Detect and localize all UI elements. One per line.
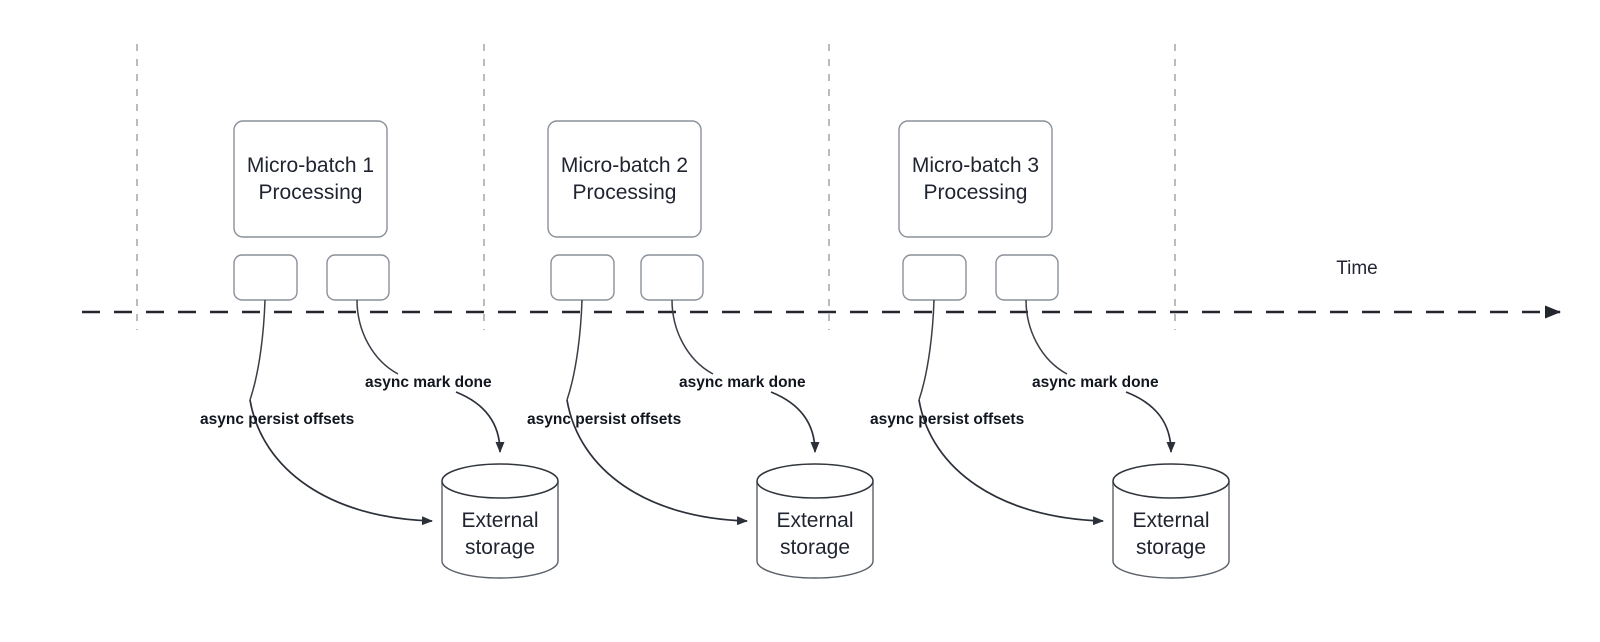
micro-batch-2-mark-done-arrow <box>770 391 820 453</box>
micro-batch-3-markdone-connector <box>1025 299 1068 375</box>
micro-batch-1-persist-offsets-arrow <box>249 399 433 526</box>
micro-batch-3-label-line1: Micro-batch 3 <box>912 154 1039 177</box>
micro-batch-2-mark-done-task[interactable] <box>640 254 704 301</box>
micro-batch-1-external-storage[interactable] <box>441 463 559 579</box>
micro-batch-3-async-mark-done-label: async mark done <box>1032 374 1159 391</box>
micro-batch-1-async-persist-offsets-label: async persist offsets <box>200 411 354 428</box>
micro-batch-3-persist-offsets-arrow <box>918 399 1104 526</box>
micro-batch-1-mark-done-task[interactable] <box>326 254 390 301</box>
micro-batch-2-persist-connector <box>566 299 583 401</box>
micro-batch-2-box[interactable] <box>547 120 702 238</box>
micro-batch-1-external-storage-label-line2: storage <box>465 536 535 559</box>
micro-batch-1-mark-done-arrow <box>455 391 505 453</box>
micro-batch-3-persist-offsets-task[interactable] <box>902 254 967 301</box>
micro-batch-2-async-mark-done-label: async mark done <box>679 374 806 391</box>
micro-batch-1-persist-offsets-task[interactable] <box>233 254 298 301</box>
micro-batch-2-group: Micro-batch 2 Processing async persist o… <box>527 120 874 579</box>
micro-batch-3-async-persist-offsets-label: async persist offsets <box>870 411 1024 428</box>
micro-batch-3-persist-connector <box>918 299 935 401</box>
micro-batch-2-persist-offsets-task[interactable] <box>550 254 615 301</box>
micro-batch-2-external-storage[interactable] <box>756 463 874 579</box>
micro-batch-3-box[interactable] <box>898 120 1053 238</box>
micro-batch-2-external-storage-label-line1: External <box>776 509 853 532</box>
time-axis-label: Time <box>1336 258 1378 279</box>
micro-batch-3-mark-done-task[interactable] <box>995 254 1059 301</box>
micro-batch-1-box[interactable] <box>233 120 388 238</box>
micro-batch-3-external-storage[interactable] <box>1112 463 1230 579</box>
micro-batch-2-external-storage-label-line2: storage <box>780 536 850 559</box>
micro-batch-1-group: Micro-batch 1 Processing async persist o… <box>200 120 559 579</box>
micro-batch-1-async-mark-done-label: async mark done <box>365 374 492 391</box>
tick-lines-group <box>136 44 1176 330</box>
micro-batch-2-label-line1: Micro-batch 2 <box>561 154 688 177</box>
micro-batch-1-markdone-connector <box>356 299 399 375</box>
micro-batch-2-persist-offsets-arrow <box>566 399 748 526</box>
micro-batch-2-label-line2: Processing <box>573 181 677 204</box>
micro-batch-3-label-line2: Processing <box>924 181 1028 204</box>
micro-batch-1-persist-connector <box>249 299 266 401</box>
micro-batch-1-label-line1: Micro-batch 1 <box>247 154 374 177</box>
micro-batch-1-label-line2: Processing <box>259 181 363 204</box>
micro-batch-3-group: Micro-batch 3 Processing async persist o… <box>870 120 1230 579</box>
micro-batch-3-external-storage-label-line1: External <box>1132 509 1209 532</box>
micro-batch-3-mark-done-arrow <box>1125 391 1176 453</box>
micro-batch-1-external-storage-label-line1: External <box>461 509 538 532</box>
micro-batch-2-markdone-connector <box>671 299 714 375</box>
micro-batch-3-external-storage-label-line2: storage <box>1136 536 1206 559</box>
micro-batch-2-async-persist-offsets-label: async persist offsets <box>527 411 681 428</box>
